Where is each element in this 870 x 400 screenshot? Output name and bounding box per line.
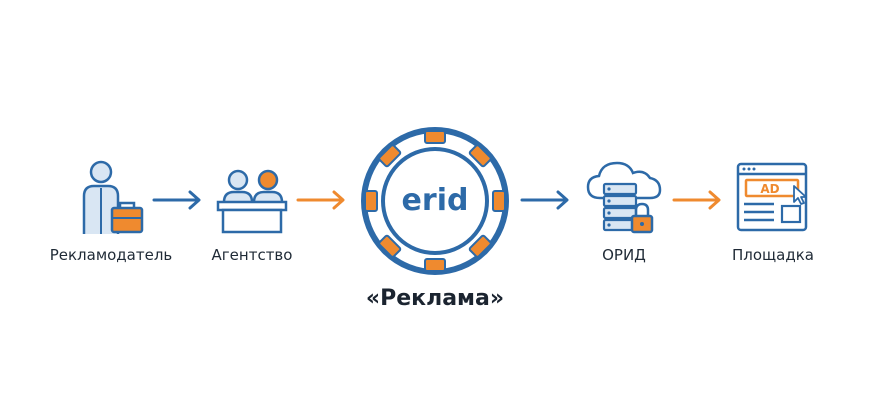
arrow-right-icon <box>296 190 345 210</box>
arrow-right-icon <box>672 190 721 210</box>
ad-platform-icon: AD <box>736 162 808 232</box>
erid-chip-icon: erid <box>361 127 509 275</box>
erid-badge-text: erid <box>402 183 469 218</box>
agency-label: Агентство <box>211 246 293 264</box>
platform-label: Площадка <box>732 246 814 264</box>
orid-label: ОРИД <box>602 246 646 264</box>
arrow-right-icon <box>152 190 201 210</box>
cloud-server-lock-icon <box>586 161 662 234</box>
advertiser-icon <box>82 160 144 234</box>
arrow-right-icon <box>520 190 569 210</box>
agency-icon <box>216 169 288 234</box>
advertiser-label: Рекламодатель <box>49 246 173 264</box>
ad-screen-text: AD <box>760 182 779 196</box>
erid-caption: «Реклама» <box>365 286 505 311</box>
